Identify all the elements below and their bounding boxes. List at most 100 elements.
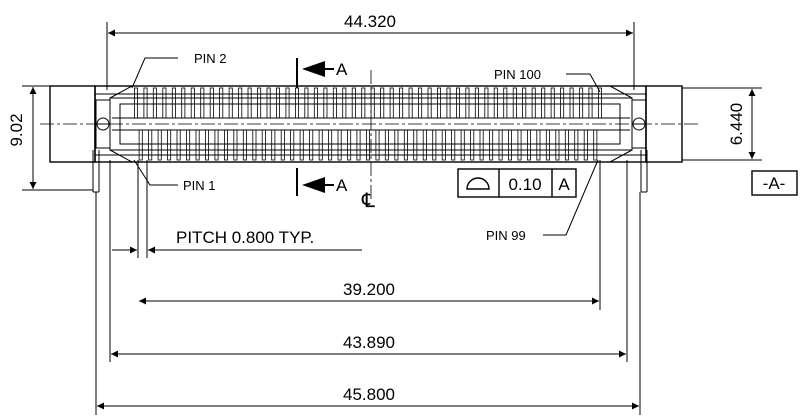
contact-pin-odd [517, 129, 522, 161]
contact-pin-even [560, 87, 565, 119]
contact-pin-even [247, 87, 252, 119]
pin-2-label: PIN 2 [194, 51, 227, 66]
contact-pin-even [455, 87, 460, 119]
contact-pin-odd [347, 129, 352, 161]
contact-pin-even [266, 87, 271, 119]
contact-pin-odd [290, 129, 295, 161]
contact-pin-odd [460, 129, 465, 161]
dim-43-label: 43.890 [343, 333, 395, 352]
contact-pin-odd [223, 129, 228, 161]
contact-pin-even [446, 87, 451, 119]
contact-pin-odd [583, 129, 588, 161]
contact-pin-even [531, 87, 536, 119]
contact-pin-odd [309, 129, 314, 161]
section-label-lower: A [336, 176, 348, 195]
pin-callouts: PIN 2 PIN 1 PIN 100 PIN 99 [131, 51, 601, 243]
contact-pin-even [550, 87, 555, 119]
contact-pin-even [427, 87, 432, 119]
contact-pin-even [588, 87, 593, 119]
contact-pin-even [190, 87, 195, 119]
contact-pin-odd [593, 129, 598, 161]
contact-pin-odd [384, 129, 389, 161]
tolerance-frame: 0.10 A [457, 168, 577, 198]
section-markers: A A ℄ [296, 58, 375, 212]
contact-pin-even [512, 87, 517, 119]
contact-pin-odd [470, 129, 475, 161]
contact-pin-odd [252, 129, 257, 161]
contact-pin-even [332, 87, 337, 119]
contact-pin-even [257, 87, 262, 119]
dim-39-label: 39.200 [343, 280, 395, 299]
contact-pin-odd [498, 129, 503, 161]
dim-pitch-label: PITCH 0.800 TYP. [176, 228, 314, 247]
contact-pin-odd [167, 129, 172, 161]
contact-pin-odd [451, 129, 456, 161]
contact-pin-odd [545, 129, 550, 161]
dim-height-right-label: 6.440 [727, 103, 746, 146]
dim-overall-label: 45.800 [343, 385, 395, 404]
profile-surface-icon [466, 177, 490, 190]
contact-pin-even [304, 87, 309, 119]
contact-pin-even [389, 87, 394, 119]
pin-1-label: PIN 1 [183, 178, 216, 193]
datum-label: -A- [763, 174, 786, 193]
dim-top-width-label: 44.320 [344, 12, 396, 31]
contact-pin-odd [148, 129, 153, 161]
contact-pin-odd [507, 129, 512, 161]
contact-pin-even [219, 87, 224, 119]
contact-pin-even [465, 87, 470, 119]
contact-pin-even [370, 87, 375, 119]
contact-pin-odd [261, 129, 266, 161]
contact-pin-odd [214, 129, 219, 161]
contact-pin-odd [328, 129, 333, 161]
contact-pin-odd [422, 129, 427, 161]
contact-pin-even [569, 87, 574, 119]
contact-pin-even [285, 87, 290, 119]
contact-pin-even [181, 87, 186, 119]
pin-99-label: PIN 99 [486, 228, 526, 243]
contact-pin-even [541, 87, 546, 119]
contact-pin-even [380, 87, 385, 119]
dim-39: 39.200 [139, 160, 601, 310]
contact-pin-even [522, 87, 527, 119]
contact-pin-even [313, 87, 318, 119]
contact-pin-odd [271, 129, 276, 161]
contact-pin-even [323, 87, 328, 119]
contact-pin-even [209, 87, 214, 119]
contact-pin-odd [356, 129, 361, 161]
contact-pin-even [275, 87, 280, 119]
dim-43: 43.890 [109, 160, 628, 362]
contact-pin-odd [441, 129, 446, 161]
contact-pin-even [228, 87, 233, 119]
contact-pin-odd [403, 129, 408, 161]
dim-height-left: 9.02 [7, 85, 93, 191]
contact-pin-even [503, 87, 508, 119]
pin-100-label: PIN 100 [494, 67, 541, 82]
contact-pin-odd [564, 129, 569, 161]
contact-pin-odd [489, 129, 494, 161]
contact-pin-odd [299, 129, 304, 161]
contact-pin-even [418, 87, 423, 119]
contact-pin-odd [233, 129, 238, 161]
contact-pin-even [493, 87, 498, 119]
contact-pin-even [361, 87, 366, 119]
contact-pin-even [200, 87, 205, 119]
contact-pin-odd [138, 129, 143, 161]
contact-pin-odd [365, 129, 370, 161]
tolerance-value: 0.10 [508, 175, 541, 194]
contact-pin-even [579, 87, 584, 119]
contact-pin-even [152, 87, 157, 119]
contact-pin-odd [157, 129, 162, 161]
contact-pin-even [294, 87, 299, 119]
contact-pin-even [171, 87, 176, 119]
contact-pin-odd [479, 129, 484, 161]
contact-pin-even [399, 87, 404, 119]
contact-pin-odd [413, 129, 418, 161]
datum-a: -A- [751, 170, 798, 196]
section-label-upper: A [336, 60, 348, 79]
dim-overall: 45.800 [95, 192, 641, 415]
contact-pin-odd [186, 129, 191, 161]
contact-pin-even [484, 87, 489, 119]
contact-pin-odd [527, 129, 532, 161]
